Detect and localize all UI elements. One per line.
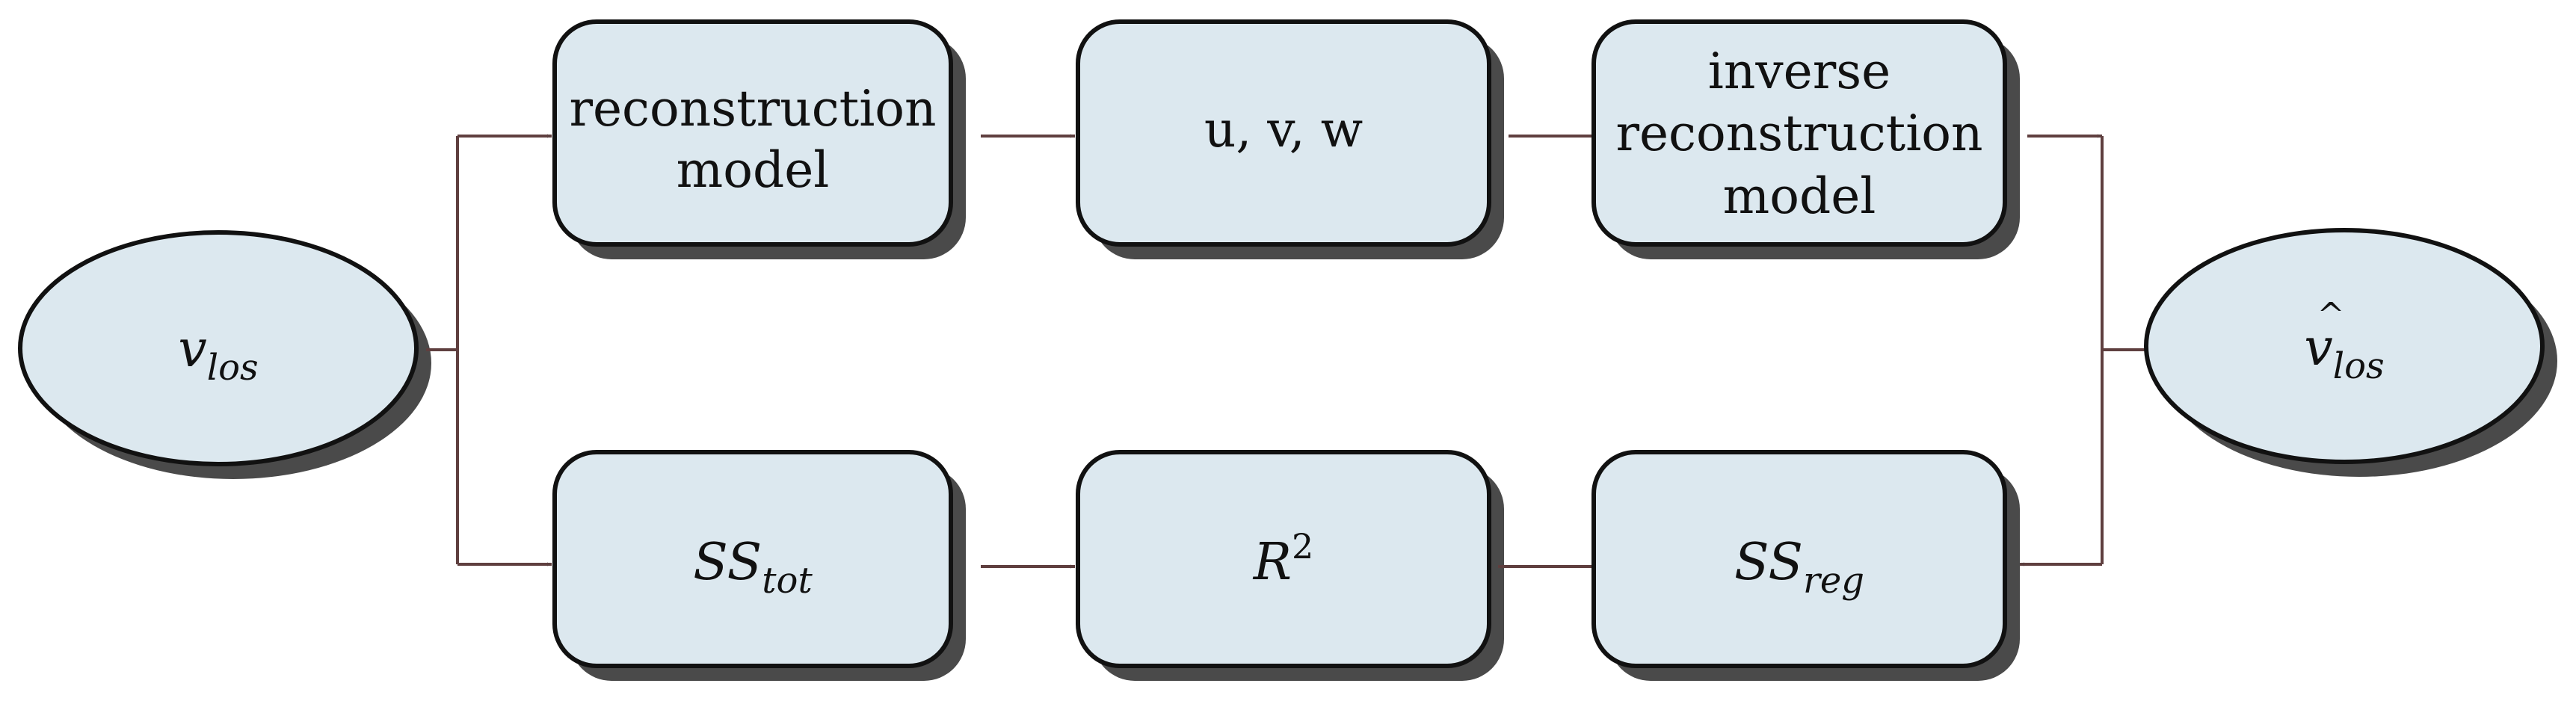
vlos-sub: los <box>207 347 259 389</box>
ss-tot-sub: tot <box>762 560 813 602</box>
r2-sup: 2 <box>1292 526 1313 567</box>
inverse-reconstruction-model-box <box>1591 19 2007 247</box>
vlos-hat-sub: los <box>2333 345 2385 387</box>
vlos-label: vlos <box>178 320 258 389</box>
vlos-hat-label: vlos <box>2304 318 2384 387</box>
ss-reg-box <box>1591 450 2007 668</box>
reconstruction-model-box <box>552 19 953 247</box>
r2-main: R <box>1252 533 1292 592</box>
uvw-box <box>1076 19 1491 247</box>
vlos-hat-main: v <box>2304 318 2332 377</box>
inverse-reconstruction-model-line-3: model <box>1723 167 1876 225</box>
ss-tot-label: SStot <box>693 533 813 602</box>
ss-reg-label: SSreg <box>1734 533 1864 602</box>
vlos-node <box>18 230 419 466</box>
r2-label: R2 <box>1252 526 1313 592</box>
inverse-reconstruction-model-line-2: reconstruction <box>1615 105 1982 162</box>
reconstruction-model-line-2: model <box>677 141 830 199</box>
inverse-reconstruction-model-line-1: inverse <box>1708 43 1891 100</box>
ss-tot-main: SS <box>693 533 762 592</box>
uvw-label: u, v, w <box>1204 101 1363 158</box>
reconstruction-model-line-1: reconstruction <box>569 80 936 138</box>
r2-box <box>1076 450 1491 668</box>
ss-tot-box <box>552 450 953 668</box>
ss-reg-sub: reg <box>1803 560 1864 602</box>
vlos-hat-symbol: ^ <box>2317 296 2345 334</box>
vlos-main: v <box>178 320 206 379</box>
connector-layer <box>426 134 2148 569</box>
label-layer: vlos ^ vlos reconstruction model u, v, w… <box>178 43 2384 602</box>
vlos-hat-node <box>2144 228 2545 464</box>
ss-reg-main: SS <box>1734 533 1803 592</box>
node-layer <box>18 19 2545 668</box>
